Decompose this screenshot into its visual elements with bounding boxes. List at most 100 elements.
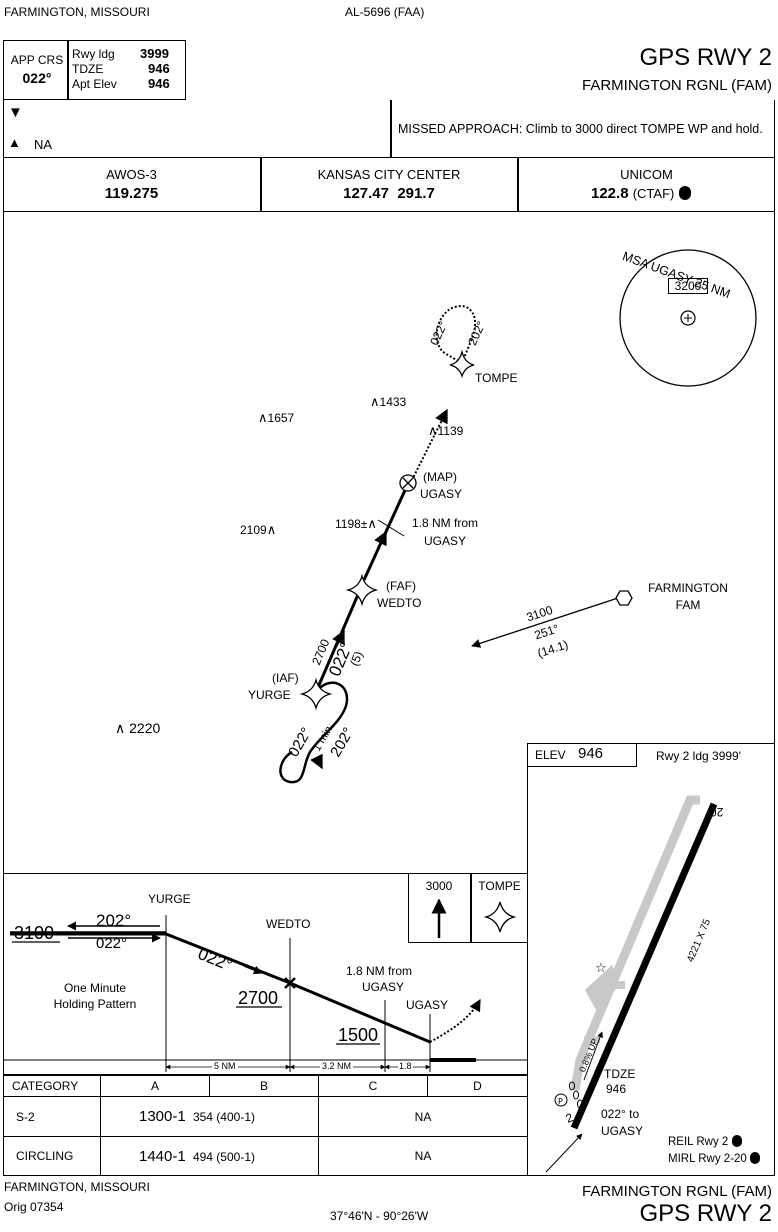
obstacle-1433: ∧1433 (370, 394, 407, 409)
diagram-tdze-label: TDZE (604, 1067, 636, 1081)
map-label: (MAP) (423, 470, 457, 484)
parallel-taxiway (570, 795, 700, 1091)
step-down-tick (377, 519, 405, 537)
takeoff-na: NA (34, 137, 53, 152)
profile-ugasy: UGASY (406, 998, 449, 1012)
comms-row (3, 158, 775, 212)
footer-airport: FARMINGTON RGNL (FAM) (581, 1183, 772, 1200)
msa-center-fix-icon (680, 310, 696, 326)
course-to-1: 022° to (601, 1107, 640, 1121)
lighting-icon (678, 186, 691, 200)
iaf-label: (IAF) (272, 671, 299, 685)
missed-direct-fix: TOMPE (478, 879, 521, 893)
footer-coordinates: 37°46'N - 90°26'W (330, 1209, 429, 1223)
msa-circle (619, 249, 757, 387)
airport-name: FARMINGTON RGNL (FAM) (581, 77, 772, 94)
elev-label: ELEV (535, 748, 566, 762)
obstacle-2220: ∧ 2220 (115, 720, 161, 736)
fam-name: FARMINGTON (648, 581, 728, 595)
tompe-waypoint-icon (449, 349, 475, 379)
stepdown-distance-2: UGASY (424, 534, 467, 548)
comm-awos-freq: 119.275 (104, 185, 159, 202)
missed-hold-track (435, 305, 475, 364)
table-row: CIRCLING 1440-1 494 (500-1) NA (3, 1136, 528, 1176)
profile-outbound-course: 202° (96, 911, 132, 930)
notes-row (3, 100, 775, 158)
profile-wedto: WEDTO (266, 917, 311, 931)
course-to-2: UGASY (601, 1124, 644, 1138)
lighting-icon (750, 1152, 761, 1164)
rwy-ldg-value: 3999 (140, 46, 169, 61)
comms-divider-2 (517, 158, 519, 212)
footer-location: FARMINGTON, MISSOURI (4, 1180, 150, 1194)
briefing-box (3, 40, 186, 100)
obstacle-2109: 2109∧ (240, 522, 277, 537)
elevation-box (527, 743, 637, 767)
obstacle-1198: 1198±∧ (335, 516, 377, 531)
apt-elev-value: 946 (148, 76, 170, 91)
header-location: FARMINGTON, MISSOURI (4, 5, 150, 19)
beacon-icon: ☆ (595, 961, 607, 976)
rwy-ldg-label: Rwy ldg (72, 47, 115, 61)
profile-hold-text-2: Holding Pattern (53, 997, 137, 1011)
feeder-route (471, 597, 619, 648)
minimums-header-row: CATEGORY A B C D (3, 1075, 528, 1097)
fam-id: FAM (675, 598, 701, 612)
vor-fam-icon (615, 590, 633, 606)
unicom-ctaf: (CTAF) (632, 186, 675, 201)
profile-altitude-3100: 3100 (14, 923, 55, 943)
s2-ab-minimums: 1300-1 354 (400-1) (100, 1096, 319, 1137)
circling-ab-minimums: 1440-1 494 (500-1) (100, 1136, 319, 1176)
obstacle-1139: ∧1139 (428, 423, 464, 438)
tdze-value: 946 (148, 61, 170, 76)
ugasy-map-waypoint-icon (399, 474, 417, 492)
faf-label: (FAF) (386, 579, 416, 593)
profile-dist-2: 3.2 NM (320, 1061, 354, 1071)
footer-procedure: GPS RWY 2 (639, 1200, 773, 1227)
profile-dist-3: 1.8 (398, 1061, 413, 1071)
comm-awos-name: AWOS-3 (106, 167, 157, 182)
msa-altitude: 3200 (668, 278, 708, 294)
footer-orig: Orig 07354 (4, 1200, 64, 1214)
profile-stepdown-1: 1.8 NM from (346, 964, 413, 978)
faf-cross-icon (284, 977, 296, 989)
yurge-iaf-waypoint-icon (299, 677, 333, 711)
profile-hold-text-1: One Minute (63, 981, 127, 995)
notes-divider (390, 100, 392, 158)
comms-divider-1 (260, 158, 262, 212)
profile-altitude-2700: 2700 (238, 988, 279, 1008)
comm-center-freq: 127.47 291.7 (343, 185, 435, 202)
app-crs-value: 022° (22, 70, 52, 86)
profile-dist-1: 5 NM (212, 1061, 238, 1071)
comm-center-name: KANSAS CITY CENTER (317, 167, 461, 182)
ugasy-label: UGASY (420, 487, 463, 501)
alt-minimums-icon: ▼ (8, 104, 23, 121)
runway-end-20: 20 (710, 805, 724, 819)
papi-icon (554, 1093, 568, 1107)
wedto-label: WEDTO (377, 596, 422, 610)
profile-stepdown-2: UGASY (362, 980, 405, 994)
iaf-hold-track (279, 681, 349, 784)
svg-text:P: P (558, 1097, 563, 1106)
elev-value: 946 (578, 745, 604, 762)
unicom-freq-value: 122.8 (591, 185, 629, 202)
chart-id: AL-5696 (FAA) (345, 5, 425, 19)
hold-waypoint-icon (483, 901, 517, 933)
profile-missed-track (429, 998, 481, 1043)
takeoff-minimums-icon: ▲ (8, 135, 21, 150)
reil-note: REIL Rwy 2 (668, 1135, 742, 1149)
lighting-icon (731, 1135, 742, 1147)
mirl-note: MIRL Rwy 2-20 (668, 1152, 761, 1166)
plan-view (3, 212, 775, 876)
profile-altitude-1500: 1500 (338, 1025, 379, 1045)
minimums-table: CATEGORY A B C D S-2 1300-1 354 (400-1) … (3, 1075, 528, 1176)
profile-inbound-course: 022° (96, 935, 128, 952)
missed-approach-track (409, 408, 448, 485)
airport-diagram (527, 743, 775, 1176)
comm-unicom-name: UNICOM (620, 167, 673, 182)
rwy-landing-distance: Rwy 2 ldg 3999' (656, 749, 742, 763)
missed-approach-text: MISSED APPROACH: Climb to 3000 direct TO… (398, 122, 763, 136)
profile-yurge: YURGE (148, 892, 191, 906)
